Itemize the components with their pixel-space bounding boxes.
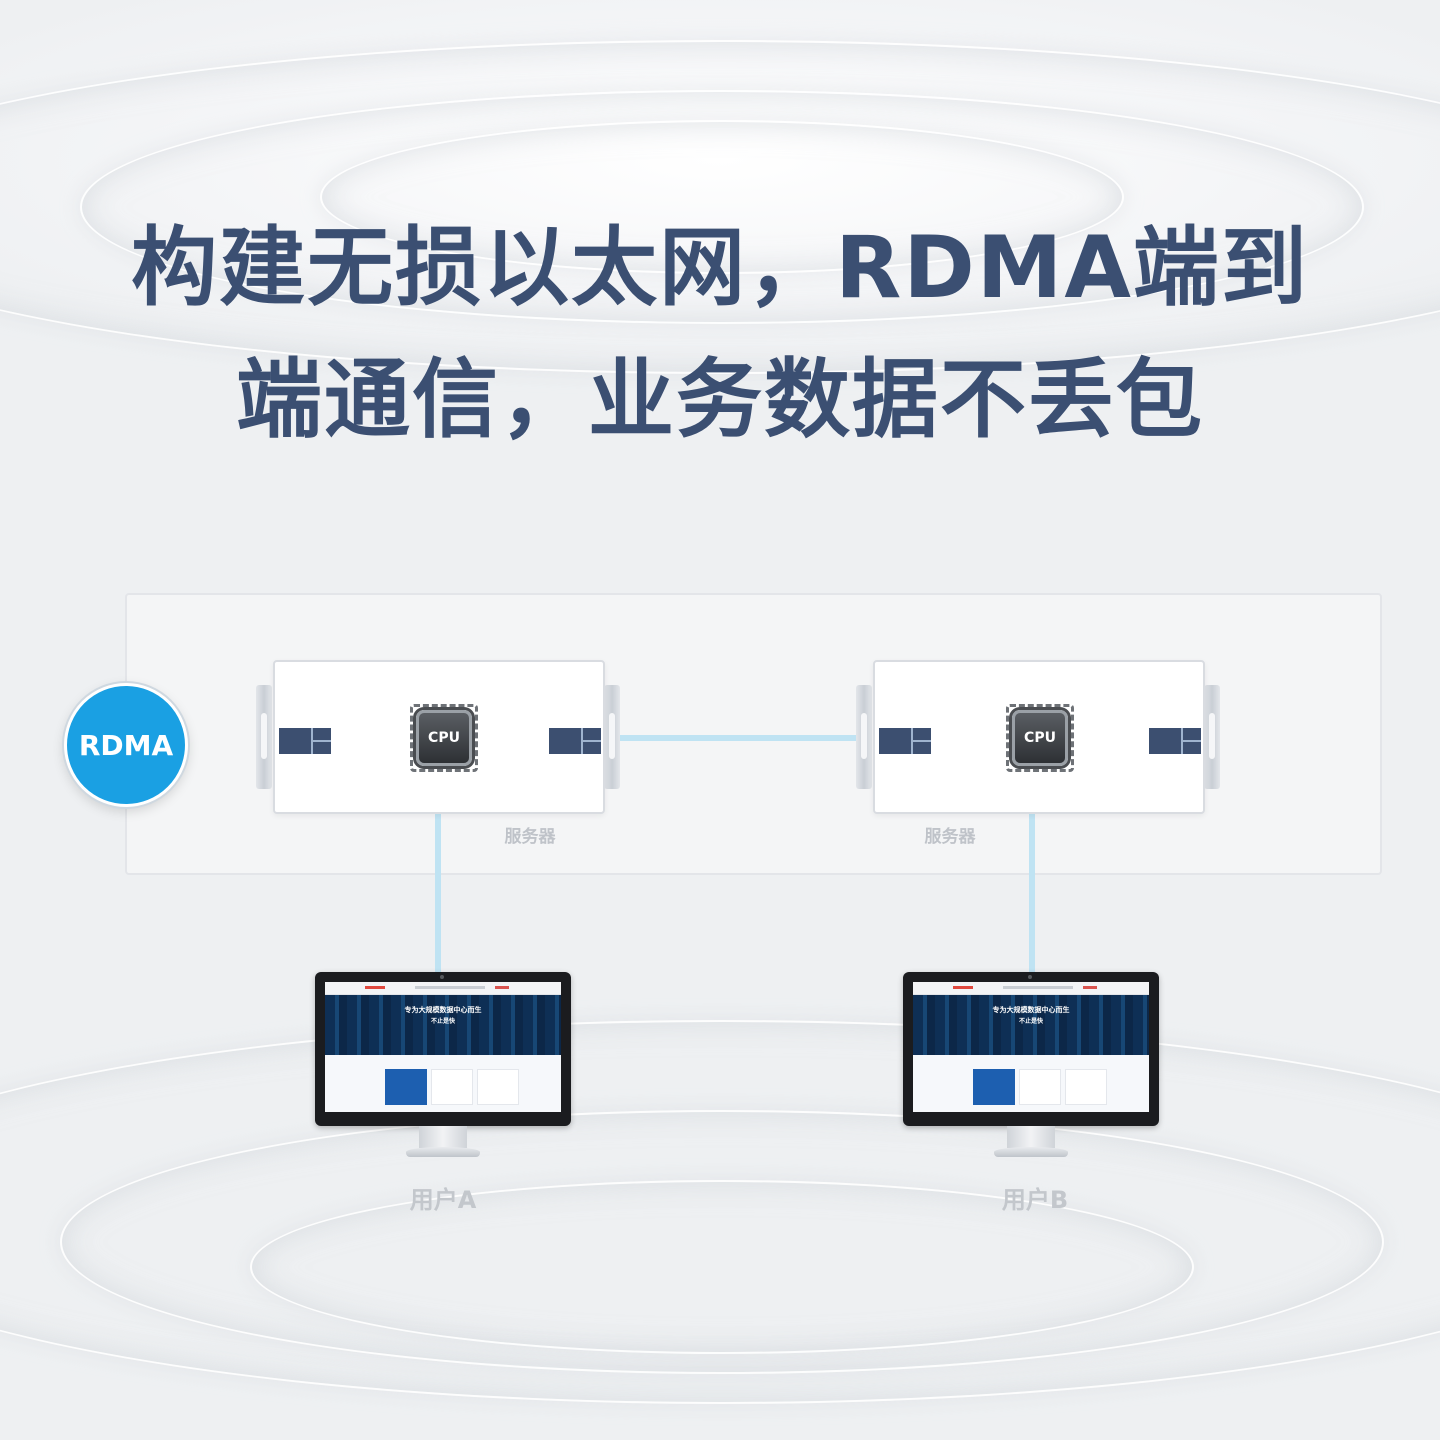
background-ring — [60, 1110, 1384, 1374]
rdma-badge: RDMA — [64, 683, 188, 807]
screen-subline: 不止是快 — [430, 1018, 455, 1025]
server-left: CPU — [273, 660, 605, 814]
user-a-label: 用户A — [409, 1186, 477, 1214]
network-port — [1149, 728, 1201, 754]
monitor-stand — [1007, 1126, 1055, 1148]
screen-subline: 不止是快 — [1018, 1018, 1043, 1025]
background-ring — [0, 1020, 1440, 1404]
webpage-cards — [913, 1055, 1149, 1112]
webpage-hero: 专为大规模数据中心而生 不止是快 — [913, 995, 1149, 1055]
server-right: CPU — [873, 660, 1205, 814]
webpage-nav — [913, 982, 1149, 995]
monitor-screen: 专为大规模数据中心而生 不止是快 — [325, 982, 561, 1112]
server-rack-ear — [604, 685, 620, 789]
background-ring — [0, 40, 1440, 374]
server-rack-ear — [1204, 685, 1220, 789]
network-port — [549, 728, 601, 754]
screen-headline: 专为大规模数据中心而生 — [992, 1006, 1070, 1014]
server-rack-ear — [256, 685, 272, 789]
screen-headline: 专为大规模数据中心而生 — [404, 1006, 482, 1014]
camera-icon — [440, 975, 444, 979]
monitor-base — [994, 1147, 1068, 1157]
network-port — [879, 728, 931, 754]
headline-line-1: 构建无损以太网，RDMA端到 — [131, 218, 1309, 318]
user-a-monitor: 专为大规模数据中心而生 不止是快 — [315, 972, 571, 1126]
server-rack-ear — [856, 685, 872, 789]
network-port — [279, 728, 331, 754]
background-ring — [320, 120, 1124, 274]
webpage-cards — [325, 1055, 561, 1112]
background-ring — [250, 1180, 1194, 1354]
cpu-chip-icon: CPU — [1006, 704, 1074, 772]
background-ring — [80, 90, 1364, 324]
server-caption: 服务器 — [504, 827, 556, 847]
user-b-label: 用户B — [1001, 1186, 1069, 1214]
cpu-chip-icon: CPU — [410, 704, 478, 772]
monitor-screen: 专为大规模数据中心而生 不止是快 — [913, 982, 1149, 1112]
camera-icon — [1028, 975, 1032, 979]
user-b-monitor: 专为大规模数据中心而生 不止是快 — [903, 972, 1159, 1126]
server-caption: 服务器 — [924, 827, 976, 847]
webpage-hero: 专为大规模数据中心而生 不止是快 — [325, 995, 561, 1055]
monitor-stand — [419, 1126, 467, 1148]
headline-line-2: 端通信，业务数据不丢包 — [236, 350, 1204, 450]
monitor-base — [406, 1147, 480, 1157]
webpage-nav — [325, 982, 561, 995]
